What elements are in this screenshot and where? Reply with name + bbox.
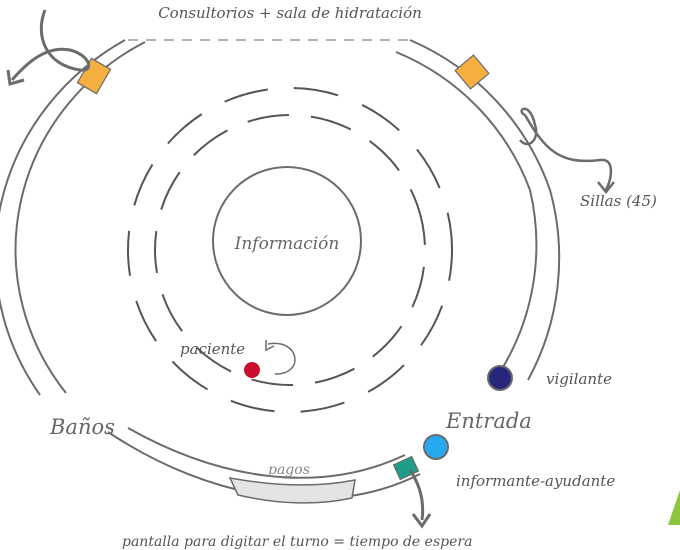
patient-arrow-head: [265, 340, 275, 352]
exit-arrow-curl: [10, 9, 91, 81]
payments-counter: [228, 477, 356, 504]
exit-arrow-head: [6, 69, 25, 86]
screen-pointer-arrow: [408, 469, 425, 521]
information-label: Información: [234, 234, 340, 254]
patient-dot: [244, 362, 260, 378]
green-accent: [668, 490, 680, 525]
top-label: Consultorios + sala de hidratación: [158, 4, 422, 22]
guard-dot: [487, 365, 513, 391]
chairs-pointer-head: [597, 181, 615, 195]
chairs-pointer-arrow: [523, 114, 613, 191]
outer-wall-right-inner: [395, 51, 538, 373]
chair-block-right: [454, 54, 490, 90]
patient-arrow: [267, 342, 296, 375]
inner-ring-dashed-2: [127, 87, 453, 413]
informant-dot: [423, 434, 449, 460]
bathrooms-label: Baños: [49, 415, 115, 439]
outer-wall-left-inner: [14, 41, 146, 394]
chairs-pointer-loop: [519, 107, 538, 146]
screen-pointer-head: [411, 513, 432, 529]
information-desk: [212, 166, 362, 316]
inner-ring-dashed-1: [154, 114, 426, 386]
entrance-label: Entrada: [445, 409, 532, 433]
chairs-label: Sillas (45): [580, 192, 657, 210]
patient-label: paciente: [180, 340, 245, 358]
screen-label: pantalla para digitar el turno = tiempo …: [122, 534, 472, 550]
outer-wall-left-outer: [0, 39, 126, 396]
guard-label: vigilante: [546, 370, 612, 388]
informant-label: informante-ayudante: [456, 472, 615, 490]
payments-label: pagos: [268, 462, 310, 478]
bottom-wall-inner: [127, 427, 406, 479]
